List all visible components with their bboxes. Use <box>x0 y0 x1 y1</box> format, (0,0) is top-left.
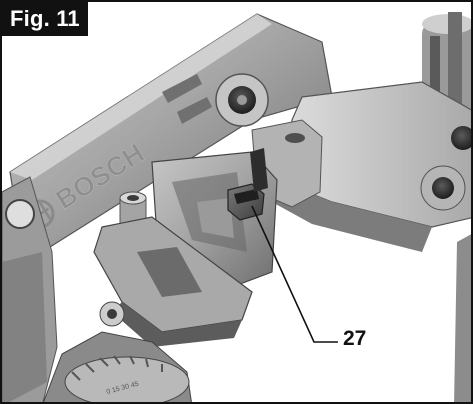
callout-leader-line <box>251 205 338 343</box>
lower-pivot <box>99 301 125 327</box>
arm-slot <box>162 74 202 103</box>
arm-pivot <box>215 73 269 127</box>
lower-arm-cutout <box>137 247 202 297</box>
left-pivot-bolt <box>5 199 35 229</box>
callout-number-27: 27 <box>343 327 367 350</box>
middle-bracket-rib <box>197 198 234 238</box>
latch-lever <box>227 148 268 221</box>
upper-arm-top-face <box>10 14 272 180</box>
left-support-shadow <box>2 252 47 402</box>
central-hole <box>285 133 305 143</box>
arm-slot <box>177 97 212 124</box>
right-post <box>454 234 471 402</box>
figure-label: Fig. 11 <box>2 2 88 36</box>
right-housing-side <box>272 182 432 252</box>
housing-small-bolt <box>451 126 471 150</box>
lower-arm-shadow <box>112 302 242 347</box>
housing-bolt <box>420 165 466 211</box>
bottom-turntable: 0 15 30 45 <box>43 331 192 402</box>
